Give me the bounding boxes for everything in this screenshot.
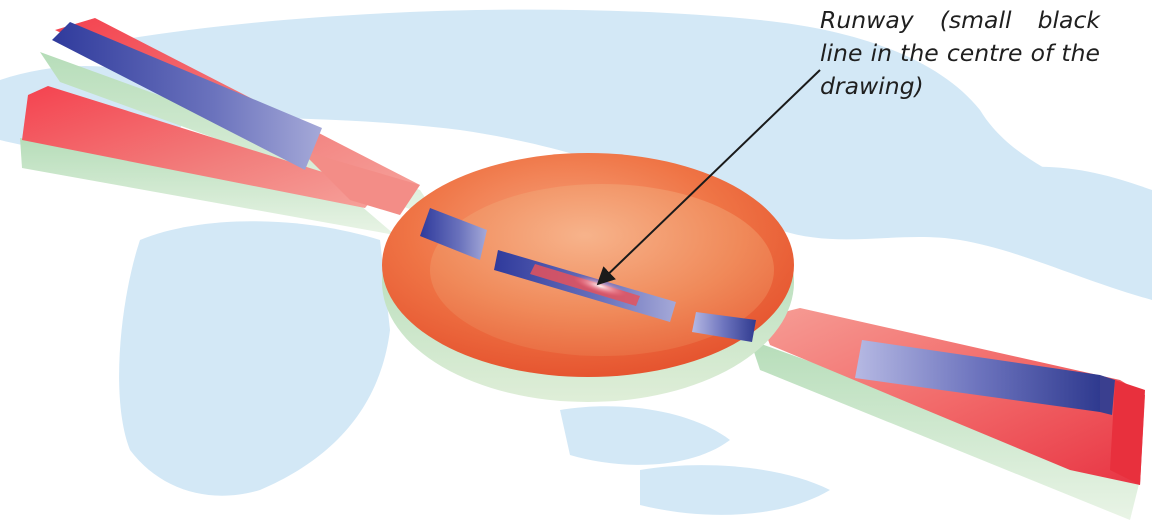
- callout-line-1: Runway (small black: [820, 4, 1100, 37]
- callout-line-3: drawing): [820, 70, 1100, 103]
- runway-callout-label: Runway (small black line in the centre o…: [820, 4, 1100, 103]
- callout-line-2: line in the centre of the: [820, 37, 1100, 70]
